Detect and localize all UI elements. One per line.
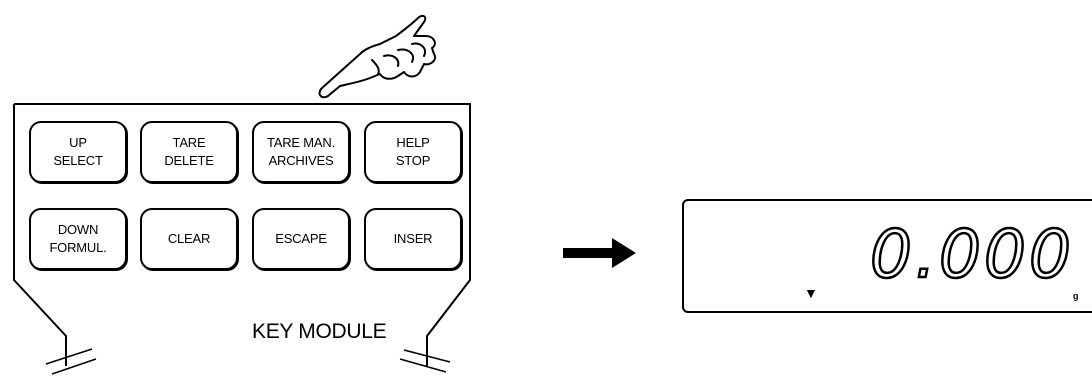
key-tare-man-archives[interactable]: TARE MAN. ARCHIVES (252, 121, 350, 183)
key-down-formul-line2: FORMUL. (49, 240, 107, 255)
key-up-select[interactable]: UP SELECT (29, 121, 127, 183)
key-down-formul-line1: DOWN (57, 222, 99, 237)
key-tare-delete-line2: DELETE (164, 153, 214, 168)
key-up-select-line1: UP (69, 135, 87, 150)
right-arrow-icon (563, 238, 636, 268)
key-help-stop-line1: HELP (396, 135, 430, 150)
key-inser[interactable]: INSER (364, 208, 462, 270)
key-escape[interactable]: ESCAPE (252, 208, 350, 270)
key-inser-label: INSER (393, 231, 433, 246)
key-up-select-line2: SELECT (53, 153, 103, 168)
key-module-label: KEY MODULE (252, 320, 387, 343)
key-down-formul[interactable]: DOWN FORMUL. (29, 208, 127, 270)
key-tare-man-archives-line2: ARCHIVES (268, 153, 334, 168)
display-unit: g (1073, 291, 1079, 301)
key-tare-delete[interactable]: TARE DELETE (140, 121, 238, 183)
display-marker-icon: ▼ (804, 285, 818, 301)
display-panel (682, 199, 1092, 313)
key-help-stop[interactable]: HELP STOP (364, 121, 462, 183)
pointing-hand-icon (318, 14, 436, 99)
key-tare-man-archives-line1: TARE MAN. (266, 135, 336, 150)
display-value: 0.000 (869, 216, 1074, 293)
key-clear-label: CLEAR (167, 231, 211, 246)
cut-marks (45, 348, 451, 375)
key-help-stop-line2: STOP (395, 153, 431, 168)
key-escape-label: ESCAPE (275, 231, 327, 246)
key-clear[interactable]: CLEAR (140, 208, 238, 270)
key-module-outline (13, 103, 471, 366)
key-tare-delete-line1: TARE (172, 135, 206, 150)
